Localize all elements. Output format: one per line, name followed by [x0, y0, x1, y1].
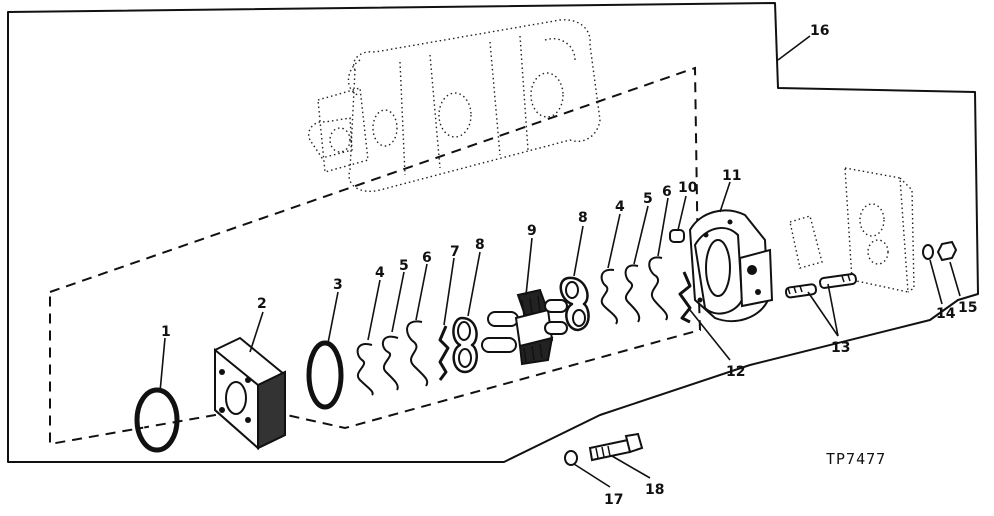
callout-4: 4 [375, 265, 385, 281]
leader-lines [159, 35, 961, 488]
part-6-backup-seal [406, 320, 429, 387]
callout-7: 7 [450, 244, 460, 260]
part-1-o-ring [134, 387, 180, 453]
callout-14: 14 [936, 306, 956, 322]
kit-boundary-outline [7, 2, 979, 463]
reference-code: TP7477 [826, 450, 886, 468]
part-13-studs [784, 273, 858, 299]
callout-1: 1 [161, 324, 171, 340]
part-4-wire-seal-right [600, 268, 618, 325]
part-6-backup-seal-right [648, 256, 668, 321]
subassembly-boundary [49, 66, 702, 446]
part-5-wire-seal [381, 335, 399, 391]
part-11-pump-body [688, 209, 774, 323]
callout-11: 11 [722, 168, 741, 184]
callout-18: 18 [645, 482, 664, 498]
callout-8: 8 [475, 237, 485, 253]
callout-15: 15 [958, 300, 977, 316]
callout-12: 12 [726, 364, 745, 380]
callout-16: 16 [810, 23, 829, 39]
callout-5-right: 5 [643, 191, 653, 207]
callout-6: 6 [422, 250, 432, 266]
callout-17: 17 [604, 492, 623, 508]
callout-10: 10 [678, 180, 698, 196]
callout-6-right: 6 [662, 184, 672, 200]
callout-4-right: 4 [615, 199, 625, 215]
part-14-washer [922, 244, 934, 260]
part-12-seal [678, 271, 692, 324]
callout-2: 2 [257, 296, 267, 312]
callout-5: 5 [399, 258, 409, 274]
part-9-gear-set [481, 288, 568, 366]
part-7-seal [438, 325, 450, 381]
callout-8-right: 8 [578, 210, 588, 226]
callout-9: 9 [527, 223, 537, 239]
callout-13: 13 [831, 340, 850, 356]
part-3-seal-ring [306, 340, 344, 410]
part-5-wire-seal-right [624, 264, 641, 323]
part-17-washer [564, 450, 578, 466]
rear-cover-ghost [789, 167, 915, 293]
part-8-wear-plate-right [559, 276, 590, 332]
callout-3: 3 [333, 277, 343, 293]
part-10-dowel-pin [669, 229, 685, 243]
pump-assembly-ghost [308, 19, 601, 192]
part-15-nut [936, 240, 958, 262]
part-4-wire-seal [356, 343, 374, 396]
part-8-wear-plate-left [452, 316, 478, 374]
part-18-bolt [588, 432, 644, 462]
part-2-end-cover [214, 336, 286, 451]
callout-labels: 1 2 3 4 5 6 7 8 9 8 4 5 6 10 11 12 13 14… [161, 23, 977, 508]
